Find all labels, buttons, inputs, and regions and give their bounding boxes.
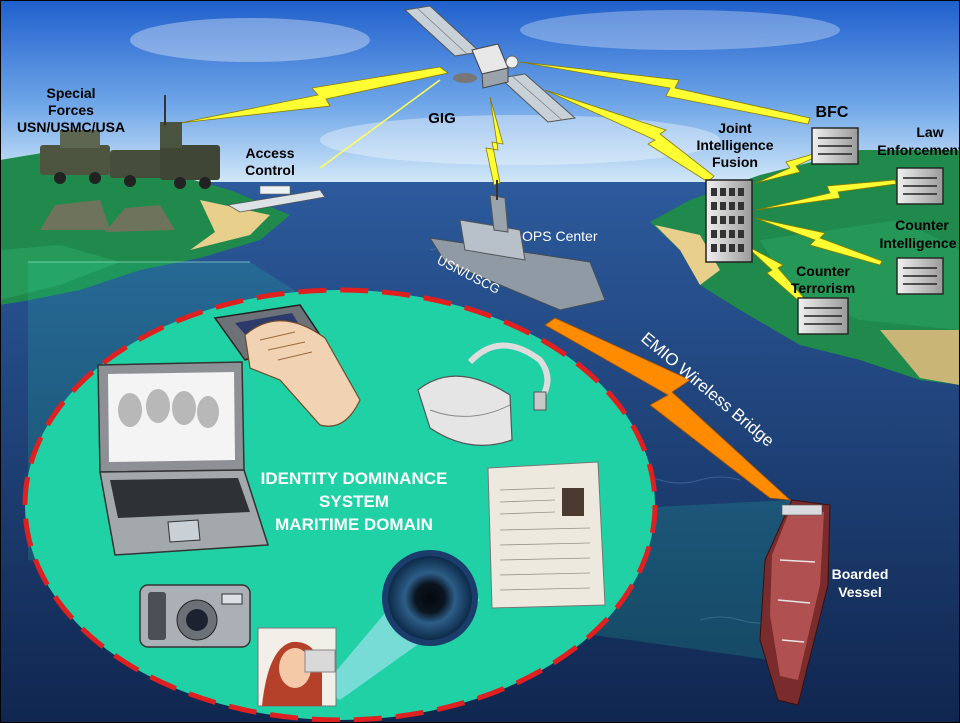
ship-icon xyxy=(226,185,326,213)
label-line: Enforcement xyxy=(877,142,960,158)
label-line: Special xyxy=(46,85,95,101)
server-icon xyxy=(797,297,849,335)
camera-icon xyxy=(139,584,251,648)
iris-scan-photo-icon xyxy=(257,627,337,707)
counter-intel-label: Counter Intelligence xyxy=(879,217,956,251)
access-control-label: Access Control xyxy=(245,145,295,178)
law-enforcement-label: Law Enforcement xyxy=(877,124,960,158)
server-icon xyxy=(896,257,944,295)
identity-title: IDENTITY DOMINANCE SYSTEM MARITIME DOMAI… xyxy=(261,469,448,534)
id-document-icon xyxy=(487,461,606,609)
label-line: Counter xyxy=(796,263,850,279)
server-icon xyxy=(896,167,944,205)
label-line: Control xyxy=(245,162,295,178)
label-line: Joint xyxy=(718,120,752,136)
building-icon xyxy=(705,179,753,263)
server-icon xyxy=(811,127,859,165)
label-line: Access xyxy=(245,145,294,161)
label-line: Law xyxy=(916,124,943,140)
military-vehicles-icon xyxy=(40,95,220,232)
satellite-icon xyxy=(403,5,577,123)
card-reader-icon xyxy=(417,342,551,446)
joint-intel-label: Joint Intelligence Fusion xyxy=(696,120,773,170)
special-forces-label: Special Forces USN/USMC/USA xyxy=(17,85,125,135)
title-line: MARITIME DOMAIN xyxy=(275,515,433,534)
wireless-bridge-bolt xyxy=(544,317,792,501)
title-line: SYSTEM xyxy=(319,492,389,511)
label-line: Counter xyxy=(895,217,949,233)
gig-label: GIG xyxy=(428,110,456,127)
warship-icon xyxy=(429,180,606,311)
label-line: Forces xyxy=(48,102,94,118)
title-line: IDENTITY DOMINANCE xyxy=(261,469,448,488)
label-line: Terrorism xyxy=(791,280,855,296)
label-line: USN/USMC/USA xyxy=(17,119,125,135)
label-line: Intelligence xyxy=(696,137,773,153)
label-line: Vessel xyxy=(838,584,882,600)
laptop-icon xyxy=(97,361,270,556)
label-line: Intelligence xyxy=(879,235,956,251)
bfc-label: BFC xyxy=(816,104,849,121)
boarded-vessel-label: Boarded Vessel xyxy=(832,566,889,600)
label-line: Fusion xyxy=(712,154,758,170)
boarded-vessel-icon xyxy=(759,499,831,706)
counter-terrorism-label: Counter Terrorism xyxy=(791,263,855,296)
fingerprint-scanner-icon xyxy=(213,304,361,427)
iris-icon xyxy=(320,550,480,700)
ops-center-label: OPS Center xyxy=(522,228,598,244)
label-line: Boarded xyxy=(832,566,889,582)
